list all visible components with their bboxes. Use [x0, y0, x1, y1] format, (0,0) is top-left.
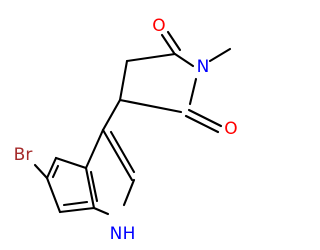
bond-c6-c7-d	[62, 200, 89, 207]
bond-c3a-c7a-d	[89, 170, 99, 203]
bond-c4-c5b	[45, 156, 58, 180]
bond-c5b-c6	[45, 176, 62, 214]
atom-labels: O O N Br N H	[14, 16, 238, 244]
molecule-structure-diagram: O O N Br N H	[14, 16, 238, 244]
bond-c2-o-b	[166, 30, 182, 52]
bond-n-c5	[188, 77, 198, 106]
bond-c7a-c3a	[84, 166, 96, 210]
bond-c5-c3	[118, 98, 183, 114]
nitrogen-imide-label: N	[197, 57, 210, 77]
indole-hydrogen-label: H	[123, 224, 136, 244]
indole-nitrogen-label: N	[110, 224, 123, 244]
bond-c3-ind3	[101, 98, 122, 132]
oxygen-right-label: O	[224, 119, 237, 139]
bond-c3a-c4	[54, 156, 88, 170]
oxygen-top-label: O	[152, 16, 165, 36]
bonds	[33, 30, 232, 216]
bond-n-c7a	[92, 206, 110, 216]
bond-c6-c7	[58, 206, 96, 214]
bond-c5-o-b	[184, 114, 220, 134]
bond-ind3-ind2-b	[109, 130, 136, 174]
bond-c5-o-a	[187, 108, 223, 128]
bond-c2-n	[173, 52, 195, 68]
bond-c3-cH2	[118, 59, 129, 102]
bond-ind3-ind2-a	[101, 128, 134, 182]
bond-cH2-c2	[125, 52, 177, 63]
bromine-label: Br	[14, 145, 33, 165]
bond-c2-o-a	[160, 33, 176, 55]
bond-c3a-ind3	[84, 128, 105, 170]
bond-n-me	[208, 47, 232, 63]
bond-c5b-br	[33, 163, 49, 180]
bond-ind2-n	[122, 178, 136, 207]
bond-c4-c5b-d	[51, 164, 60, 179]
